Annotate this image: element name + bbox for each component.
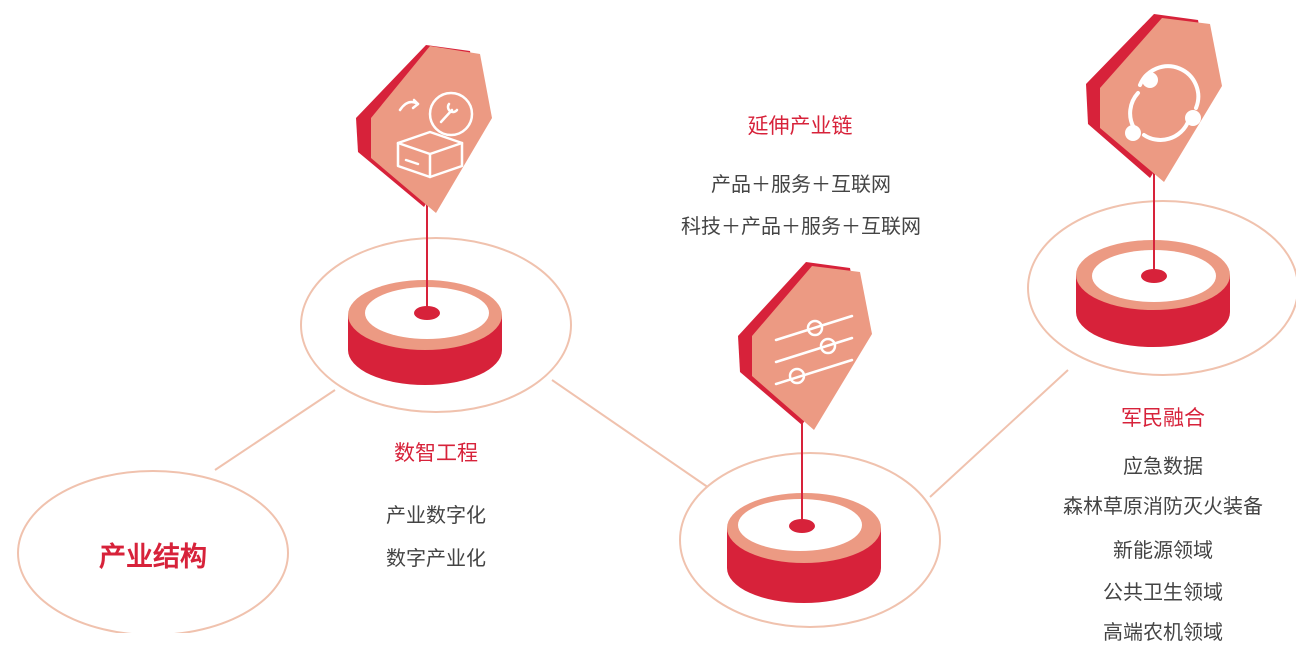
node-military-item: 高端农机领域 [1103,620,1223,644]
sliders-icon [774,314,854,386]
box-with-wrench-icon [396,91,474,179]
node-digital-disc [348,280,502,385]
node-chain-title: 延伸产业链 [747,114,853,138]
node-military-title: 军民融合 [1121,406,1205,430]
node-digital-dot [414,306,440,320]
node-military-item: 公共卫生领域 [1103,580,1223,604]
node-military [1027,14,1296,376]
node-military-disc [1076,240,1230,347]
connector-digital-chain [551,379,713,491]
node-military-dot [1141,269,1167,283]
node-chain-dot [789,519,815,533]
connector-root-digital [214,389,336,471]
node-military-item: 应急数据 [1123,454,1203,478]
root-ellipse [17,470,289,633]
node-digital-item: 数字产业化 [386,546,486,570]
node-chain [679,262,941,628]
connector-lines [214,369,1069,498]
node-digital [300,45,572,413]
share-network-icon [1125,64,1201,142]
connector-chain-military [929,369,1069,498]
node-military-item: 新能源领域 [1113,538,1213,562]
node-military-badge [1086,14,1222,182]
node-chain-disc [727,493,881,603]
node-chain-item: 科技＋产品＋服务＋互联网 [681,214,921,238]
node-digital-title: 数智工程 [394,441,478,465]
node-digital-badge [356,45,492,213]
node-chain-item: 产品＋服务＋互联网 [711,172,891,196]
node-military-item: 森林草原消防灭火装备 [1063,494,1263,518]
node-chain-badge [738,262,872,430]
node-digital-item: 产业数字化 [386,503,486,527]
root-label: 产业结构 [99,542,207,573]
